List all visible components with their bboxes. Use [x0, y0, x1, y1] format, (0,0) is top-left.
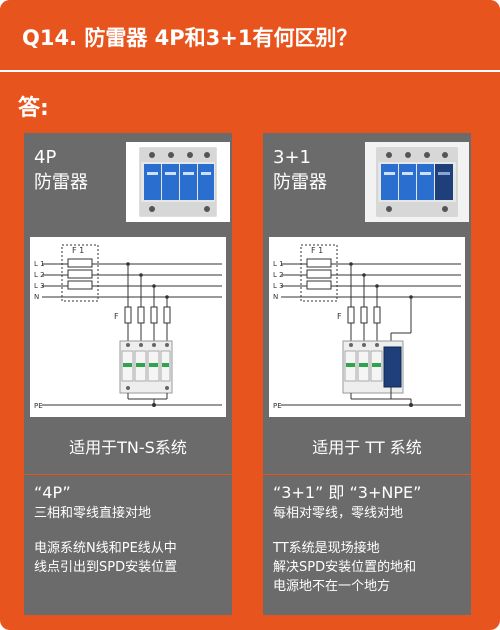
detail-3plus1-line1: 每相对零线，零线对地 — [273, 506, 404, 521]
wiring-diagram-4p: L 1 L 2 L 3 N PE F 1 F — [30, 237, 226, 417]
detail-4p-line3: 线点引出到SPD安装位置 — [34, 560, 178, 575]
divider-3plus1 — [263, 474, 471, 475]
spd-3plus1-device-icon — [365, 142, 469, 222]
detail-3plus1-head: “3+1” 即 “3+NPE” — [273, 483, 422, 502]
title-bar: Q14. 防雷器 4P和3+1有何区别？ — [0, 0, 500, 72]
label-n: N — [273, 293, 278, 301]
label-l2: L 2 — [273, 271, 284, 279]
usage-4p: 适用于TN-S系统 — [69, 438, 187, 457]
label-f: F — [337, 312, 342, 321]
label-f: F — [114, 312, 119, 321]
wiring-diagram-3plus1: L 1 L 2 L 3 N PE F 1 F — [269, 237, 465, 417]
detail-3plus1-line3: 解决SPD安装位置的地和 — [273, 560, 417, 575]
card-3plus1: 3+1 防雷器 — [263, 133, 471, 615]
usage-3plus1: 适用于 TT 系统 — [312, 438, 422, 457]
card-4p-title-line2: 防雷器 — [34, 172, 88, 193]
label-l3: L 3 — [34, 282, 45, 290]
label-l1: L 1 — [34, 260, 45, 268]
photo-4p-spd — [126, 142, 230, 222]
card-3plus1-title: 3+1 防雷器 — [273, 145, 327, 195]
card-4p-title-line1: 4P — [34, 147, 57, 168]
card-4p-title: 4P 防雷器 — [34, 145, 88, 195]
spd-4p-device-icon — [139, 147, 217, 217]
card-4p: 4P 防雷器 — [24, 133, 232, 615]
photo-3plus1-spd — [365, 142, 469, 222]
label-f1: F 1 — [72, 246, 84, 255]
label-pe: PE — [273, 402, 282, 410]
label-l3: L 3 — [273, 282, 284, 290]
detail-3plus1-line4: 电源地不在一个地方 — [273, 579, 391, 594]
divider-4p — [24, 474, 232, 475]
answer-label: 答: — [18, 96, 49, 121]
card-3plus1-title-line1: 3+1 — [273, 147, 311, 168]
label-l1: L 1 — [273, 260, 284, 268]
detail-3plus1: “3+1” 即 “3+NPE” 每相对零线，零线对地 TT系统是现场接地 解决S… — [273, 482, 465, 596]
detail-4p: “4P” 三相和零线直接对地 电源系统N线和PE线从中 线点引出到SPD安装位置 — [34, 482, 226, 577]
detail-4p-head: “4P” — [34, 483, 71, 502]
label-f1: F 1 — [311, 246, 323, 255]
label-l2: L 2 — [34, 271, 45, 279]
detail-3plus1-line2: TT系统是现场接地 — [273, 541, 380, 556]
detail-4p-line2: 电源系统N线和PE线从中 — [34, 541, 177, 556]
card-3plus1-title-line2: 防雷器 — [273, 172, 327, 193]
detail-4p-line1: 三相和零线直接对地 — [34, 506, 152, 521]
label-n: N — [34, 293, 39, 301]
page-title: Q14. 防雷器 4P和3+1有何区别？ — [22, 26, 358, 50]
label-pe: PE — [34, 402, 43, 410]
